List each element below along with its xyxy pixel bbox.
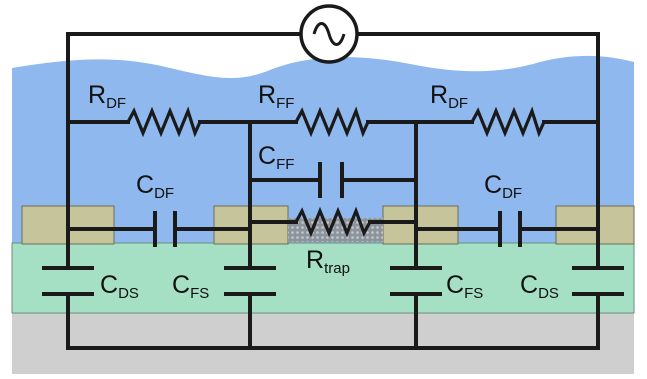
base-substrate [12,312,634,374]
capacitor-cfs-right [390,266,442,296]
water-layer [12,55,634,245]
capacitor-cds-right [572,266,624,296]
label-cds-right: CDS [520,271,559,302]
resistor-rdf-right [470,106,546,138]
label-cfs-left: CFS [172,271,209,302]
electrode-drain-right [555,205,635,245]
label-rdf-left: RDF [88,81,126,112]
label-cds-left: CDS [100,271,139,302]
electrode-finger-right [382,205,459,245]
wiring [66,32,600,350]
label-cfs-right: CFS [446,271,483,302]
label-cdf-right: CDF [484,171,522,202]
green-substrate [11,242,635,314]
resistor-rtrap [294,206,372,238]
ac-source-icon [299,4,359,64]
label-rtrap: Rtrap [306,246,350,277]
capacitor-cff [318,162,344,198]
label-cdf-left: CDF [136,171,174,202]
label-rdf-right: RDF [430,81,468,112]
capacitor-cfs-left [224,266,276,296]
capacitor-cds-left [42,266,94,296]
resistor-rff [294,106,370,138]
capacitor-cdf-left [153,211,177,247]
label-cff: CFF [258,142,294,173]
label-rff: RFF [258,81,294,112]
capacitor-cdf-right [498,211,522,247]
resistor-rdf-left [126,106,202,138]
